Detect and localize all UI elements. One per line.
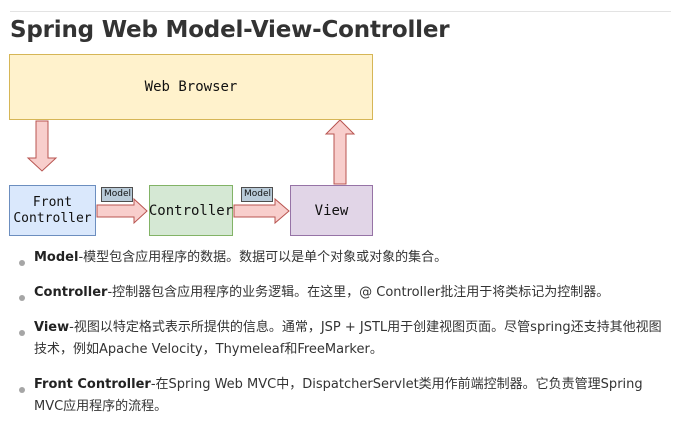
bullet-dot (19, 330, 25, 336)
arrow-controller-to-view (233, 197, 290, 225)
list-item-term: View (34, 320, 70, 335)
arrow-browser-to-front (26, 120, 58, 172)
model-tag-controller-to-view: Model (241, 187, 273, 202)
model-tag-front-to-controller: Model (101, 187, 133, 202)
list-item-text: -模型包含应用程序的数据。数据可以是单个对象或对象的集合。 (78, 250, 448, 265)
list-item-controller: Controller-控制器包含应用程序的业务逻辑。在这里，@ Controll… (34, 282, 674, 304)
list-item-view: View-视图以特定格式表示所提供的信息。通常，JSP + JSTL用于创建视图… (34, 317, 674, 361)
list-item-text: -视图以特定格式表示所提供的信息。通常，JSP + JSTL用于创建视图页面。尽… (34, 320, 662, 357)
view-box: View (290, 185, 373, 236)
diagram-arrows (26, 119, 356, 225)
list-item-text: -在Spring Web MVC中，DispatcherServlet类用作前端… (34, 377, 643, 414)
front-controller-box: Front Controller (9, 185, 96, 236)
list-item-term: Front Controller (34, 377, 151, 392)
list-item-front-controller: Front Controller-在Spring Web MVC中，Dispat… (34, 374, 674, 418)
list-item-model: Model-模型包含应用程序的数据。数据可以是单个对象或对象的集合。 (34, 247, 674, 269)
bullet-dot (19, 295, 25, 301)
list-item-term: Controller (34, 285, 108, 300)
controller-box: Controller (149, 185, 233, 236)
arrow-front-to-controller (96, 197, 148, 225)
bullet-dot (19, 387, 25, 393)
top-divider (10, 11, 671, 12)
front-controller-label-line1: Front (32, 194, 73, 210)
list-item-term: Model (34, 250, 79, 265)
web-browser-label: Web Browser (144, 79, 238, 95)
front-controller-label-line2: Controller (13, 210, 92, 226)
view-label: View (314, 202, 349, 219)
arrow-view-to-browser (324, 119, 356, 185)
controller-label: Controller (148, 202, 234, 219)
web-browser-box: Web Browser (9, 54, 373, 120)
page-title: Spring Web Model-View-Controller (10, 17, 450, 43)
list-item-text: -控制器包含应用程序的业务逻辑。在这里，@ Controller批注用于将类标记… (107, 285, 610, 300)
mvc-diagram: Web Browser Front Controller Controller … (9, 54, 373, 236)
bullet-dot (19, 260, 25, 266)
